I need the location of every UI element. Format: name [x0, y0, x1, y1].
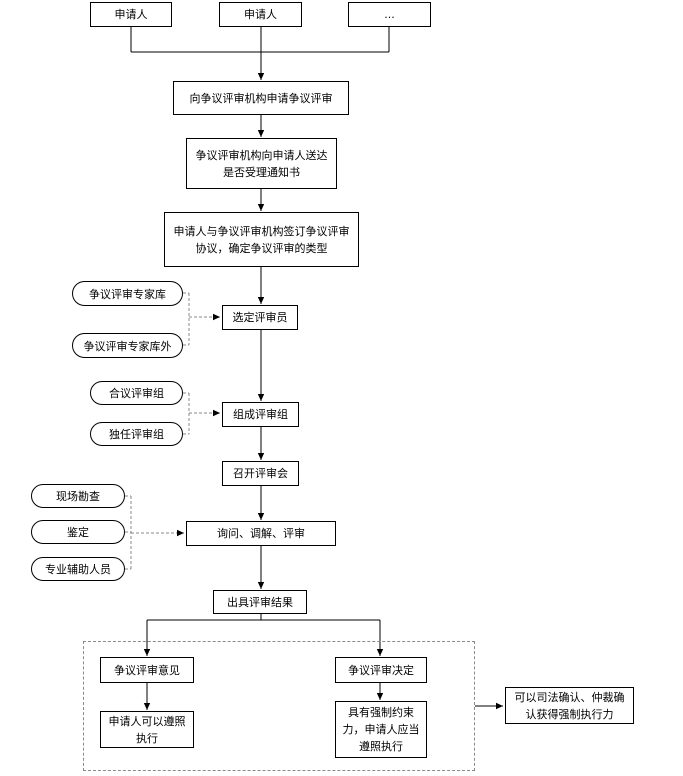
step-result: 出具评审结果 [213, 590, 307, 614]
applicant-box-2: 申请人 [219, 2, 302, 27]
reviewer-source-pool: 争议评审专家库 [72, 281, 183, 306]
enforcement-box: 可以司法确认、仲裁确认获得强制执行力 [505, 687, 634, 724]
applicant-box-1: 申请人 [90, 2, 172, 27]
step-select-reviewers: 选定评审员 [222, 305, 298, 330]
step-convene: 召开评审会 [222, 461, 299, 486]
aid-professional-assistant: 专业辅助人员 [31, 557, 125, 581]
outcome-opinion-note: 申请人可以遵照执行 [100, 711, 194, 748]
aid-site-survey: 现场勘查 [31, 484, 125, 508]
outcome-decision-note: 具有强制约束力，申请人应当遵照执行 [335, 701, 427, 758]
step-apply: 向争议评审机构申请争议评审 [173, 81, 349, 115]
step-form-panel: 组成评审组 [222, 402, 299, 427]
outcome-opinion: 争议评审意见 [100, 657, 194, 683]
outcome-decision: 争议评审决定 [335, 657, 427, 683]
step-notice: 争议评审机构向申请人送达是否受理通知书 [186, 138, 337, 189]
reviewer-source-outside-pool: 争议评审专家库外 [72, 333, 183, 358]
panel-type-collegial: 合议评审组 [90, 381, 183, 405]
step-inquiry: 询问、调解、评审 [186, 521, 336, 546]
outcome-group [83, 641, 475, 771]
step-agreement: 申请人与争议评审机构签订争议评审协议，确定争议评审的类型 [164, 212, 359, 267]
aid-appraisal: 鉴定 [31, 520, 125, 544]
panel-type-sole: 独任评审组 [90, 422, 183, 446]
applicant-box-more: ... [348, 2, 431, 27]
